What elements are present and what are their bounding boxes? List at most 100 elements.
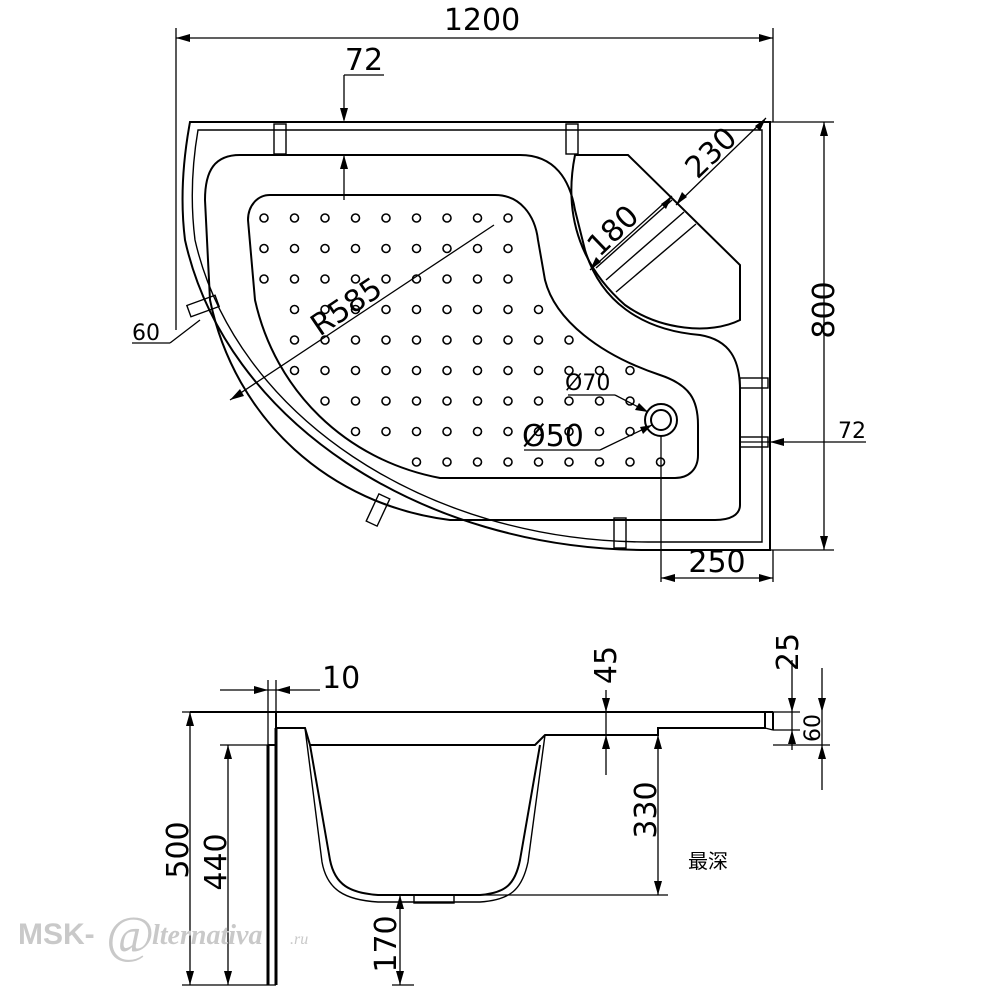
anti-slip-dot bbox=[594, 426, 605, 437]
dim-total-height: 500 bbox=[161, 821, 196, 878]
anti-slip-dot bbox=[289, 213, 300, 223]
anti-slip-dot bbox=[320, 365, 330, 376]
anti-slip-dot bbox=[289, 304, 300, 315]
watermark-logo: MSK- @ lternativa .ru bbox=[18, 907, 308, 964]
anti-slip-dot bbox=[594, 396, 605, 406]
inner-rim-outline bbox=[191, 129, 763, 543]
watermark-name: lternativa bbox=[152, 920, 262, 951]
section-view: 10 45 25 60 500 440 330 最深 bbox=[161, 633, 830, 986]
anti-slip-dot bbox=[381, 213, 391, 223]
anti-slip-dot bbox=[381, 365, 391, 376]
anti-slip-dot bbox=[350, 213, 361, 223]
dim-rim-height: 25 bbox=[771, 633, 806, 671]
dim-total-depth: 800 bbox=[807, 281, 842, 338]
anti-slip-dot bbox=[594, 365, 605, 376]
dim-drain-outer: Ø70 bbox=[565, 371, 610, 396]
anti-slip-dot bbox=[472, 426, 483, 437]
anti-slip-dot bbox=[442, 457, 452, 467]
anti-slip-dot bbox=[472, 457, 483, 467]
anti-slip-dot bbox=[320, 396, 330, 406]
anti-slip-dot bbox=[503, 335, 513, 345]
dim-depth: 330 bbox=[629, 781, 664, 838]
dim-wall: 10 bbox=[322, 661, 360, 696]
anti-slip-dot bbox=[442, 243, 452, 254]
anti-slip-dot bbox=[350, 304, 361, 315]
rim-support-4 bbox=[365, 492, 391, 528]
anti-slip-dot bbox=[625, 457, 635, 467]
dim-top-rim: 72 bbox=[345, 43, 383, 78]
anti-slip-dot bbox=[442, 396, 452, 406]
anti-slip-dot bbox=[411, 365, 422, 376]
anti-slip-dot bbox=[503, 274, 513, 284]
dim-side-rim: 60 bbox=[132, 321, 160, 346]
anti-slip-dot bbox=[594, 457, 605, 467]
anti-slip-dot bbox=[381, 274, 391, 284]
anti-slip-dot bbox=[411, 457, 422, 467]
dim-right-rim: 72 bbox=[838, 419, 866, 444]
anti-slip-dot bbox=[350, 396, 361, 406]
drain-inner bbox=[650, 409, 672, 431]
anti-slip-dot bbox=[350, 365, 361, 376]
anti-slip-dot bbox=[503, 213, 513, 223]
note-deepest: 最深 bbox=[688, 849, 728, 873]
basin-profile bbox=[309, 744, 541, 896]
anti-slip-dot bbox=[320, 243, 330, 254]
anti-slip-dot bbox=[259, 274, 269, 284]
dim-step-height: 45 bbox=[589, 646, 624, 684]
anti-slip-dot bbox=[533, 457, 544, 467]
anti-slip-dots bbox=[259, 213, 666, 467]
anti-slip-dot bbox=[533, 396, 544, 406]
anti-slip-dot bbox=[503, 457, 513, 467]
seat-chamfer-2 bbox=[605, 211, 685, 281]
anti-slip-dot bbox=[564, 426, 574, 437]
anti-slip-dot bbox=[381, 335, 391, 345]
anti-slip-dot bbox=[381, 243, 391, 254]
anti-slip-dot bbox=[442, 365, 452, 376]
anti-slip-dot bbox=[381, 396, 391, 406]
rim-support-3 bbox=[185, 294, 221, 318]
anti-slip-dot bbox=[472, 396, 483, 406]
seat-chamfer-3 bbox=[615, 223, 697, 293]
anti-slip-dot bbox=[259, 213, 269, 223]
outer-rim-outline bbox=[181, 121, 771, 551]
anti-slip-dot bbox=[472, 274, 483, 284]
dim-total-width: 1200 bbox=[444, 3, 520, 38]
anti-slip-dot bbox=[533, 304, 544, 315]
anti-slip-dot bbox=[564, 457, 574, 467]
anti-slip-dot bbox=[503, 396, 513, 406]
anti-slip-dot bbox=[289, 335, 300, 345]
anti-slip-dot bbox=[320, 304, 330, 315]
anti-slip-dot bbox=[289, 365, 300, 376]
dim-drain-inner: Ø50 bbox=[522, 419, 584, 454]
drain-outer bbox=[644, 403, 678, 437]
anti-slip-dot bbox=[411, 335, 422, 345]
anti-slip-dot bbox=[442, 335, 452, 345]
anti-slip-dot bbox=[411, 426, 422, 437]
anti-slip-dot bbox=[320, 213, 330, 223]
basin-outer-edge bbox=[203, 154, 741, 521]
dim-radius: R585 bbox=[305, 271, 389, 344]
anti-slip-dot bbox=[442, 426, 452, 437]
rim-flange bbox=[275, 712, 766, 746]
anti-slip-dot bbox=[533, 335, 544, 345]
anti-slip-dot bbox=[503, 304, 513, 315]
anti-slip-dot bbox=[472, 304, 483, 315]
anti-slip-dot bbox=[503, 365, 513, 376]
anti-slip-dot bbox=[350, 335, 361, 345]
watermark-prefix: MSK- bbox=[18, 918, 95, 951]
anti-slip-dot bbox=[350, 243, 361, 254]
dim-panel-height: 440 bbox=[199, 833, 234, 890]
anti-slip-dot bbox=[289, 274, 300, 284]
anti-slip-dot bbox=[472, 213, 483, 223]
anti-slip-dot bbox=[411, 304, 422, 315]
watermark-glyph: @ bbox=[106, 907, 154, 964]
plan-view: 1200 72 230 180 800 60 R585 Ø7 bbox=[132, 3, 866, 582]
anti-slip-dot bbox=[564, 365, 574, 376]
anti-slip-dot bbox=[320, 274, 330, 284]
anti-slip-dot bbox=[381, 426, 391, 437]
dim-leg: 170 bbox=[369, 915, 404, 972]
rim-support-2 bbox=[565, 123, 579, 155]
anti-slip-dot bbox=[442, 213, 452, 223]
anti-slip-dot bbox=[381, 304, 391, 315]
